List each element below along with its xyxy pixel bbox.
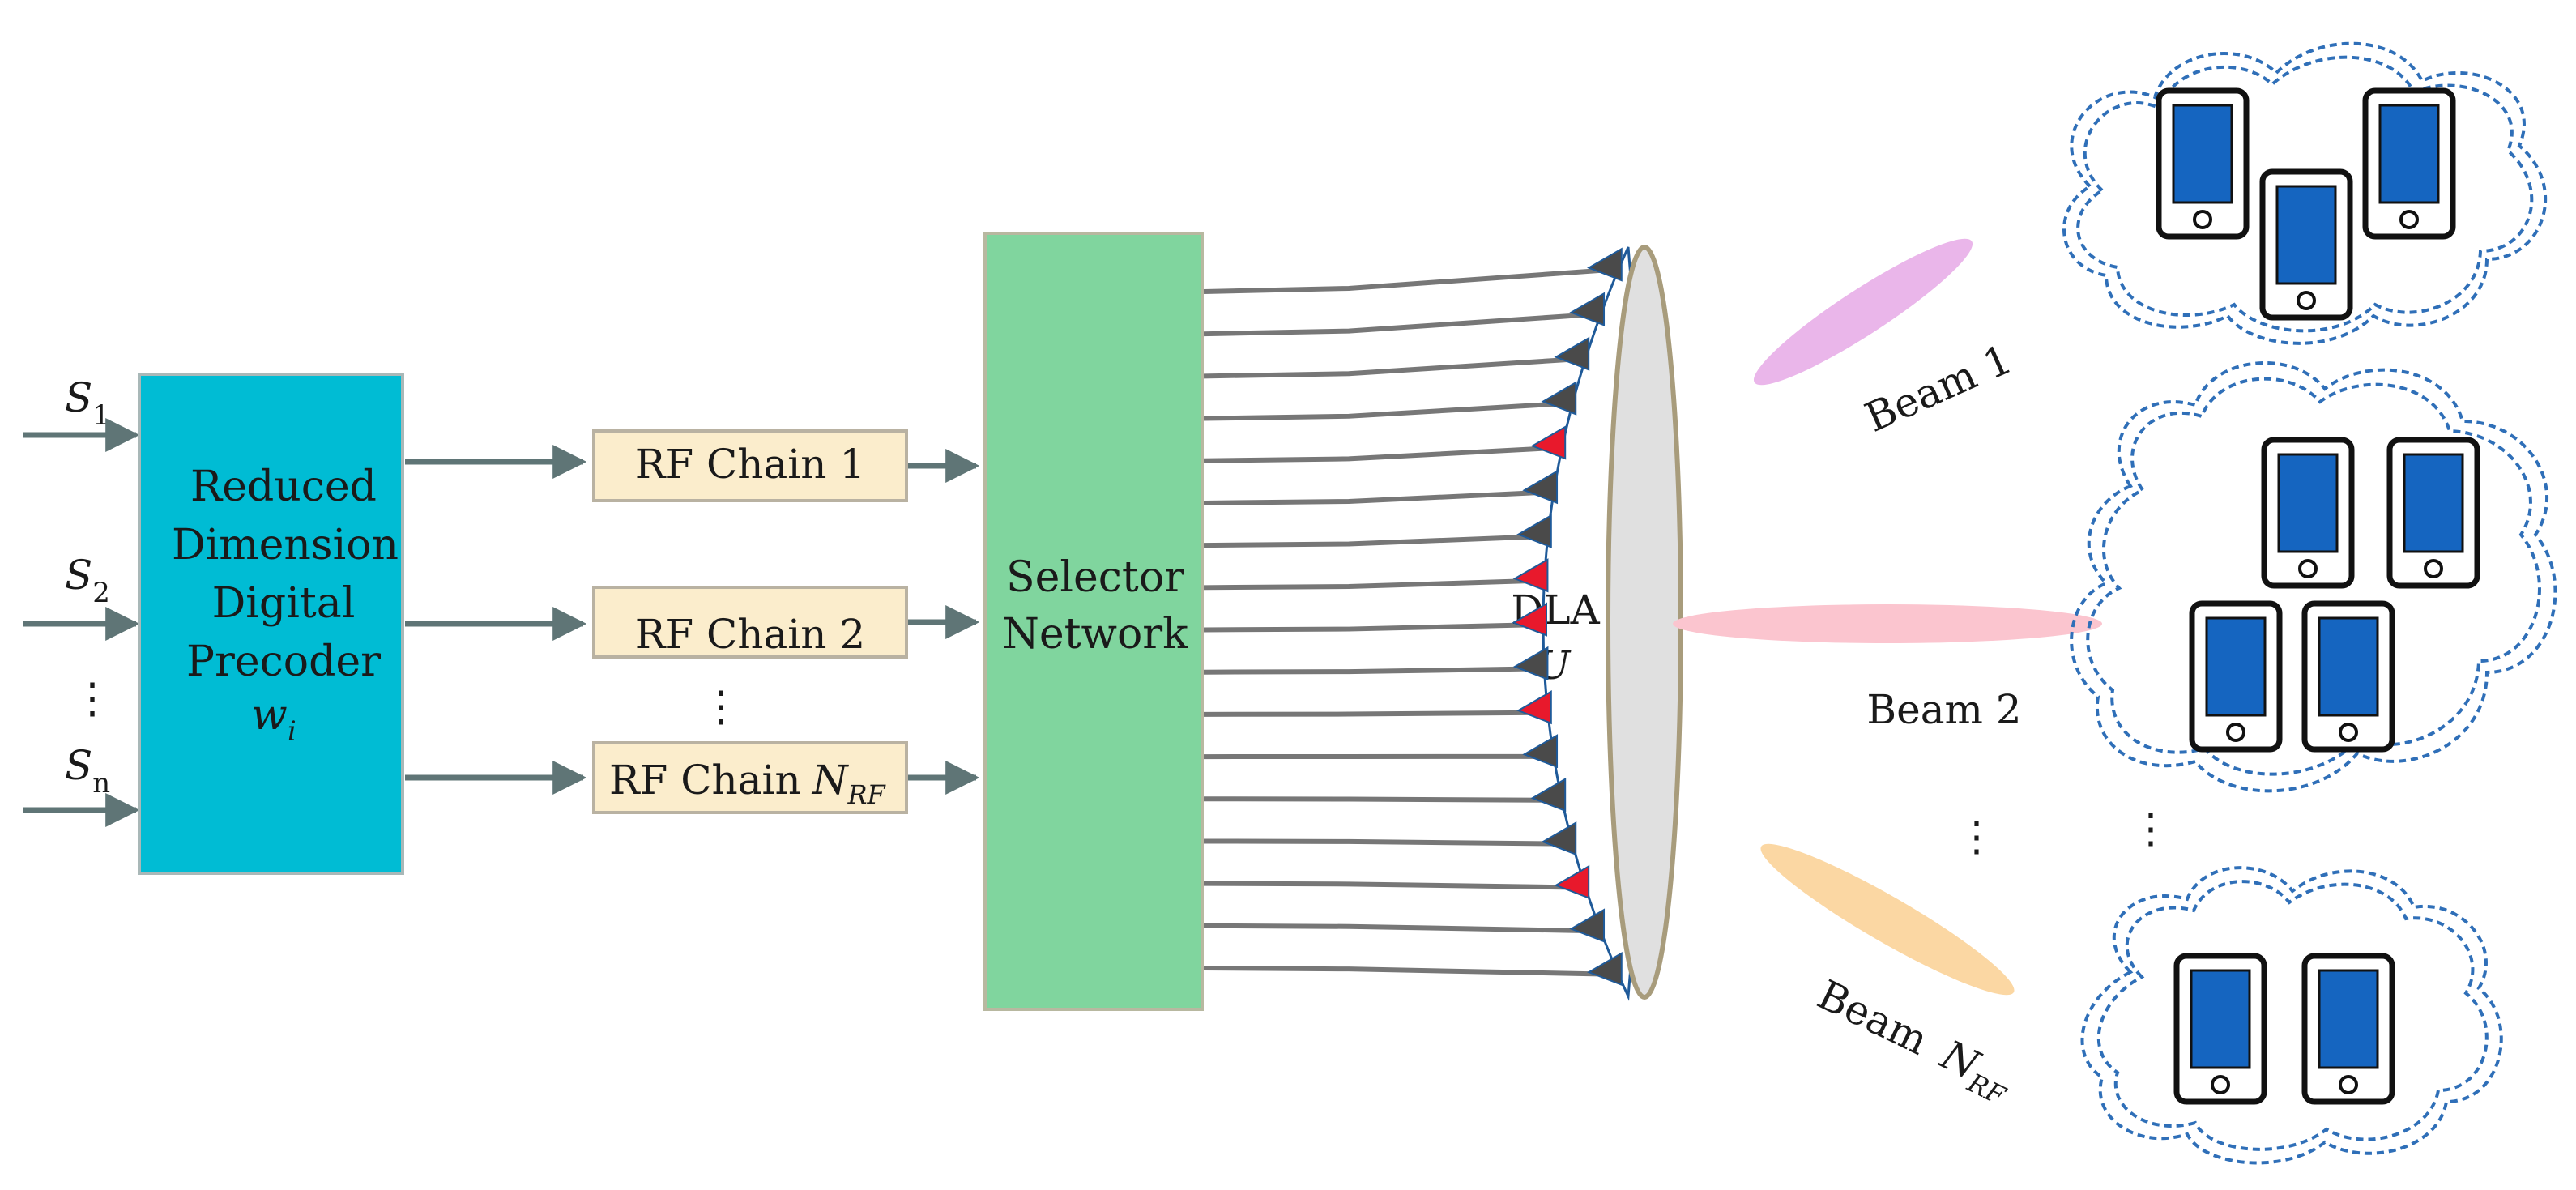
rf-chain-2-box bbox=[592, 586, 908, 659]
antenna-element bbox=[1541, 381, 1577, 416]
input-streams: S1 S2 ⋮ Sn bbox=[23, 374, 140, 827]
device-1c bbox=[2362, 87, 2456, 240]
cloud-outer bbox=[2062, 41, 2548, 345]
antenna-element-selected bbox=[1516, 689, 1552, 725]
cloud-shape bbox=[2062, 41, 2548, 345]
feed-line bbox=[1203, 796, 1553, 803]
precoder-line2: Dimension bbox=[172, 521, 399, 569]
feed-line bbox=[1203, 489, 1545, 505]
antenna-element bbox=[1522, 470, 1559, 505]
beam-n-label: BeamNRF bbox=[1807, 971, 2021, 1112]
input-sn-label: Sn bbox=[65, 742, 110, 800]
beam-n-lobe bbox=[1760, 843, 2015, 996]
cloud-inner bbox=[2096, 880, 2489, 1151]
precoder-line1: Reduced bbox=[190, 463, 377, 511]
input-s1-label: S1 bbox=[65, 374, 110, 432]
rf-chain-2-label: RF Chain 2 bbox=[635, 611, 865, 658]
selector-box bbox=[983, 232, 1204, 1011]
feed-line bbox=[1203, 578, 1535, 591]
selector-network: Selector Network bbox=[983, 232, 1204, 1011]
selector-line1: Selector bbox=[1006, 553, 1184, 602]
feed-line bbox=[1203, 446, 1553, 463]
device-2a bbox=[2261, 437, 2355, 589]
feed-line bbox=[1203, 534, 1538, 548]
antenna-element-selected bbox=[1512, 558, 1549, 593]
antenna-element bbox=[1587, 951, 1623, 987]
feed-line bbox=[1203, 881, 1576, 890]
beam-2-label: Beam 2 bbox=[1866, 686, 2021, 733]
antenna-element bbox=[1530, 778, 1567, 813]
user-cluster-2 bbox=[2070, 360, 2557, 793]
antenna-element bbox=[1512, 646, 1549, 681]
precoder-box bbox=[138, 373, 404, 875]
cloud-inner bbox=[2076, 55, 2534, 333]
beam-1-label: Beam 1 bbox=[1858, 335, 2019, 441]
beam-1-lobe bbox=[1753, 238, 1973, 386]
feed-lines bbox=[1203, 267, 1609, 977]
precoder-line3: Digital bbox=[212, 579, 356, 628]
antenna-array bbox=[1512, 247, 1623, 987]
device-2d bbox=[2301, 600, 2395, 753]
antenna-element bbox=[1541, 821, 1577, 856]
cluster-ellipsis: ⋮ bbox=[2130, 805, 2171, 852]
feed-line bbox=[1203, 966, 1609, 977]
rf-chain-ellipsis: ⋮ bbox=[700, 683, 742, 731]
device-2c bbox=[2189, 600, 2283, 753]
cloud-outer bbox=[2080, 866, 2503, 1165]
precoder-rf-arrows bbox=[405, 445, 587, 795]
beam-ellipsis: ⋮ bbox=[1956, 813, 1997, 860]
digital-precoder: Reduced Dimension Digital Precoder wi bbox=[138, 373, 404, 875]
device-2b bbox=[2386, 437, 2480, 589]
rf-chain-1-label: RF Chain 1 bbox=[635, 441, 865, 488]
rf-selector-arrows bbox=[908, 449, 980, 795]
cloud-shape bbox=[2080, 866, 2503, 1165]
device-na bbox=[2173, 953, 2267, 1105]
antenna-element-selected bbox=[1512, 602, 1547, 637]
cloud-inner bbox=[2086, 377, 2541, 776]
input-s2-label: S2 bbox=[65, 552, 110, 609]
feed-line bbox=[1203, 356, 1576, 379]
antenna-element bbox=[1522, 734, 1559, 769]
feed-line bbox=[1203, 312, 1592, 337]
antenna-element-selected bbox=[1554, 864, 1590, 899]
rf-chain-1-box bbox=[592, 429, 908, 502]
user-cluster-n bbox=[2080, 866, 2503, 1165]
antenna-element bbox=[1569, 292, 1606, 326]
user-cluster-1 bbox=[2062, 41, 2548, 345]
lens-antenna: DLA U bbox=[1511, 245, 1683, 1001]
selector-line2: Network bbox=[1002, 610, 1188, 659]
precoder-symbol: wi bbox=[251, 691, 296, 748]
feed-line bbox=[1203, 923, 1592, 934]
feed-line bbox=[1203, 622, 1534, 633]
feed-line bbox=[1203, 710, 1538, 717]
antenna-element bbox=[1554, 336, 1590, 371]
device-nb bbox=[2301, 953, 2395, 1105]
lens-body bbox=[1606, 245, 1683, 1000]
rf-chain-n-box bbox=[592, 741, 908, 814]
antenna-element-selected bbox=[1530, 425, 1567, 460]
beams: Beam 1 Beam 2 ⋮ BeamNRF bbox=[1673, 238, 2102, 1112]
feed-line bbox=[1203, 666, 1535, 675]
antenna-element bbox=[1587, 247, 1623, 282]
beam-2-lobe bbox=[1673, 604, 2102, 643]
feed-line bbox=[1203, 838, 1563, 847]
device-1a bbox=[2156, 87, 2250, 240]
input-ellipsis: ⋮ bbox=[71, 675, 113, 723]
precoder-line4: Precoder bbox=[186, 638, 381, 686]
antenna-element bbox=[1516, 514, 1552, 548]
feed-line bbox=[1203, 401, 1563, 421]
feed-line bbox=[1203, 267, 1609, 294]
antenna-element bbox=[1569, 908, 1606, 943]
cloud-shape bbox=[2070, 360, 2557, 793]
device-1b bbox=[2259, 168, 2353, 321]
